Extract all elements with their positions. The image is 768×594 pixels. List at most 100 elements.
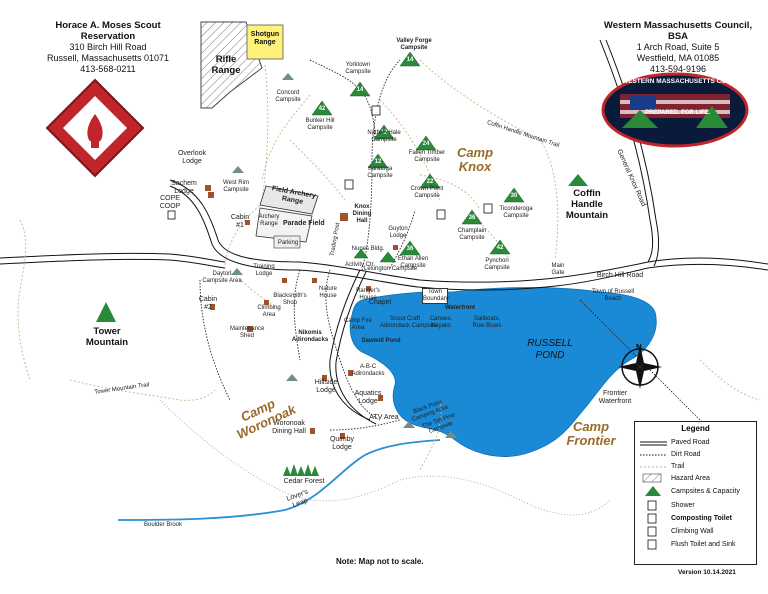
legend-climbing-wall: Climbing Wall [671,528,714,535]
coffin-handle-mountain-label: Coffin Handle Mountain [565,188,609,221]
rangers-house-label: Ranger's House [356,288,380,301]
aquatics-lodge-label: Aquatics Lodge [354,390,382,405]
nunes-bldg-label: Nunes Bldg. [351,246,385,252]
chapel-label: Chapel [368,299,392,306]
waterfront-label: Waterfront [444,305,476,311]
capacity-bunker-hill: 42 [318,106,326,112]
cabin2-label: Cabin #2 [198,296,218,311]
canoes-label: Canoes, Kayaks [429,316,453,329]
russell-pond [349,287,657,457]
facility-icons [167,105,493,220]
capacity-champlain: 36 [468,215,476,221]
legend-symbols [640,441,667,550]
cabin1-label: Cabin #1 [230,214,250,229]
council-phone: 413-594-9196 [649,64,707,74]
not-to-scale-note: Note: Map not to scale. [336,557,424,566]
legend-paved-road: Paved Road [671,439,710,446]
quimby-lodge-label: Quimby Lodge [329,436,355,451]
council-badge-logo [601,72,749,148]
main-gate-label: Main Gate [551,263,565,276]
phone-line: 413-568-0211 [80,64,136,74]
campsite-marker-valley-forge [399,51,421,67]
legend-shower: Shower [671,502,695,509]
council-badge-tagline: PREPARED. FOR LIFE. [645,110,711,116]
town-beach-label: Town of Russell Beach [591,289,635,302]
campsite-marker-saratoga [367,153,389,169]
campsite-marker-crown-point [419,173,441,189]
cedar-forest-label: Cedar Forest [283,478,325,485]
dayton-label: Dayton Campsite Area [202,271,242,284]
nature-house-label: Nature House [318,286,337,299]
campsite-marker-champlain [461,209,483,225]
training-lodge-label: Training Lodge [253,264,275,277]
rifle-range-label: Rifle Range [211,54,241,76]
woronoak-dining-label: Woronoak Dining Hall [272,420,306,435]
climbing-area-label: Climbing Area [257,305,281,318]
knox-dining-label: Knox Dining Hall [352,204,372,224]
ethan-allen-label: Ethan Allen Campsite [397,256,429,269]
campsite-marker-yorktown [349,81,371,97]
camp-fire-label: Camp Fire Area [343,318,372,331]
capacity-pynchon: 42 [496,245,504,251]
legend-dirt-road: Dirt Road [671,451,701,458]
compass-north-label: N [636,343,642,352]
parade-field-block [255,185,319,249]
council-name: Western Massachusetts Council, BSA [603,20,753,42]
birch-hill-road-label: Birch Hill Road [596,272,644,279]
sawmill-pond-label: Sawmill Pond [361,338,401,344]
legend-campsites: Campsites & Capacity [671,488,740,495]
address-line: 310 Birch Hill Road [69,42,147,52]
guyton-lodge-label: Guyton Lodge [388,226,408,239]
shotgun-range-label: Shotgun Range [250,31,280,46]
camp-frontier-label: Camp Frontier [566,419,616,448]
champlain-label: Champlain Campsite [457,228,487,241]
compass-rose [618,345,662,389]
fallen-timber-label: Fallen Timber Campsite [408,150,446,163]
tower-mountain-icon [96,302,116,322]
campsite-marker-fallen-timber [415,135,437,151]
bunker-hill-label: Bunker Hill Campsite [305,118,335,131]
council-address: 1 Arch Road, Suite 5 [636,42,720,52]
lexington-label: Lexington Campsite [364,266,418,272]
campsite-marker-ethan-allen [399,240,421,256]
parking-label: Parking [277,240,299,246]
capacity-saratoga: 12 [374,159,382,165]
atv-area-label: ATV Area [369,414,399,421]
campsite-marker-bunker-hill [311,100,333,116]
capacity-yorktown: 14 [356,87,364,93]
footpath [159,399,611,516]
stream [117,439,441,521]
legend-composting-toilet: Composting Toilet [671,515,732,522]
paved-roads [0,39,768,425]
city-line: Russell, Massachusetts 01071 [46,53,170,63]
abc-adirondacks-label: A-B-C Adirondacks [351,364,385,377]
russell-pond-label: RUSSELL POND [527,338,573,361]
nikomis-label: Nikomis Adirondacks [291,330,329,343]
moses-badge-logo [45,78,145,178]
capacity-fallen-timber: 24 [422,141,430,147]
sailboats-label: Sailboats, Row Boats [472,316,502,329]
pynchon-label: Pynchon Campsite [484,258,510,271]
scout-craft-label: Scout Craft Adirondack Campsite [380,316,438,329]
blacksmith-label: Blacksmith's Shop [273,293,307,306]
campsite-marker-pynchon [489,239,511,255]
legend-hazard-area: Hazard Area [671,475,710,482]
legend-flush-toilet: Flush Toilet and Sink [671,541,736,548]
crown-point-label: Crown Point Campsite [410,186,444,199]
concord-label: Concord Campsite [275,90,301,103]
capacity-valley-forge: 14 [406,57,414,63]
campsite-marker-activity [353,248,369,259]
shotgun-range-box [246,24,284,60]
maintenance-shed-label: Maintenance Shed [230,326,265,339]
legend: Legend Paved Road Dirt Road Trail Hazard… [634,421,757,565]
tower-mountain-label: Tower Mountain [85,326,129,348]
council-city: Westfield, MA 01085 [636,53,720,63]
cedar-forest-icon [283,464,319,476]
saratoga-label: Saratoga Campsite [367,166,393,179]
ticonderoga-label: Ticonderoga Campsite [499,206,533,219]
yorktown-label: Yorktown Campsite [345,62,371,75]
reservation-name: Horace A. Moses Scout Reservation [55,20,161,42]
valley-forge-label: Valley Forge Campsite [396,38,432,51]
council-badge-arc-text: WESTERN MASSACHUSETTS COUNCIL [622,78,747,85]
